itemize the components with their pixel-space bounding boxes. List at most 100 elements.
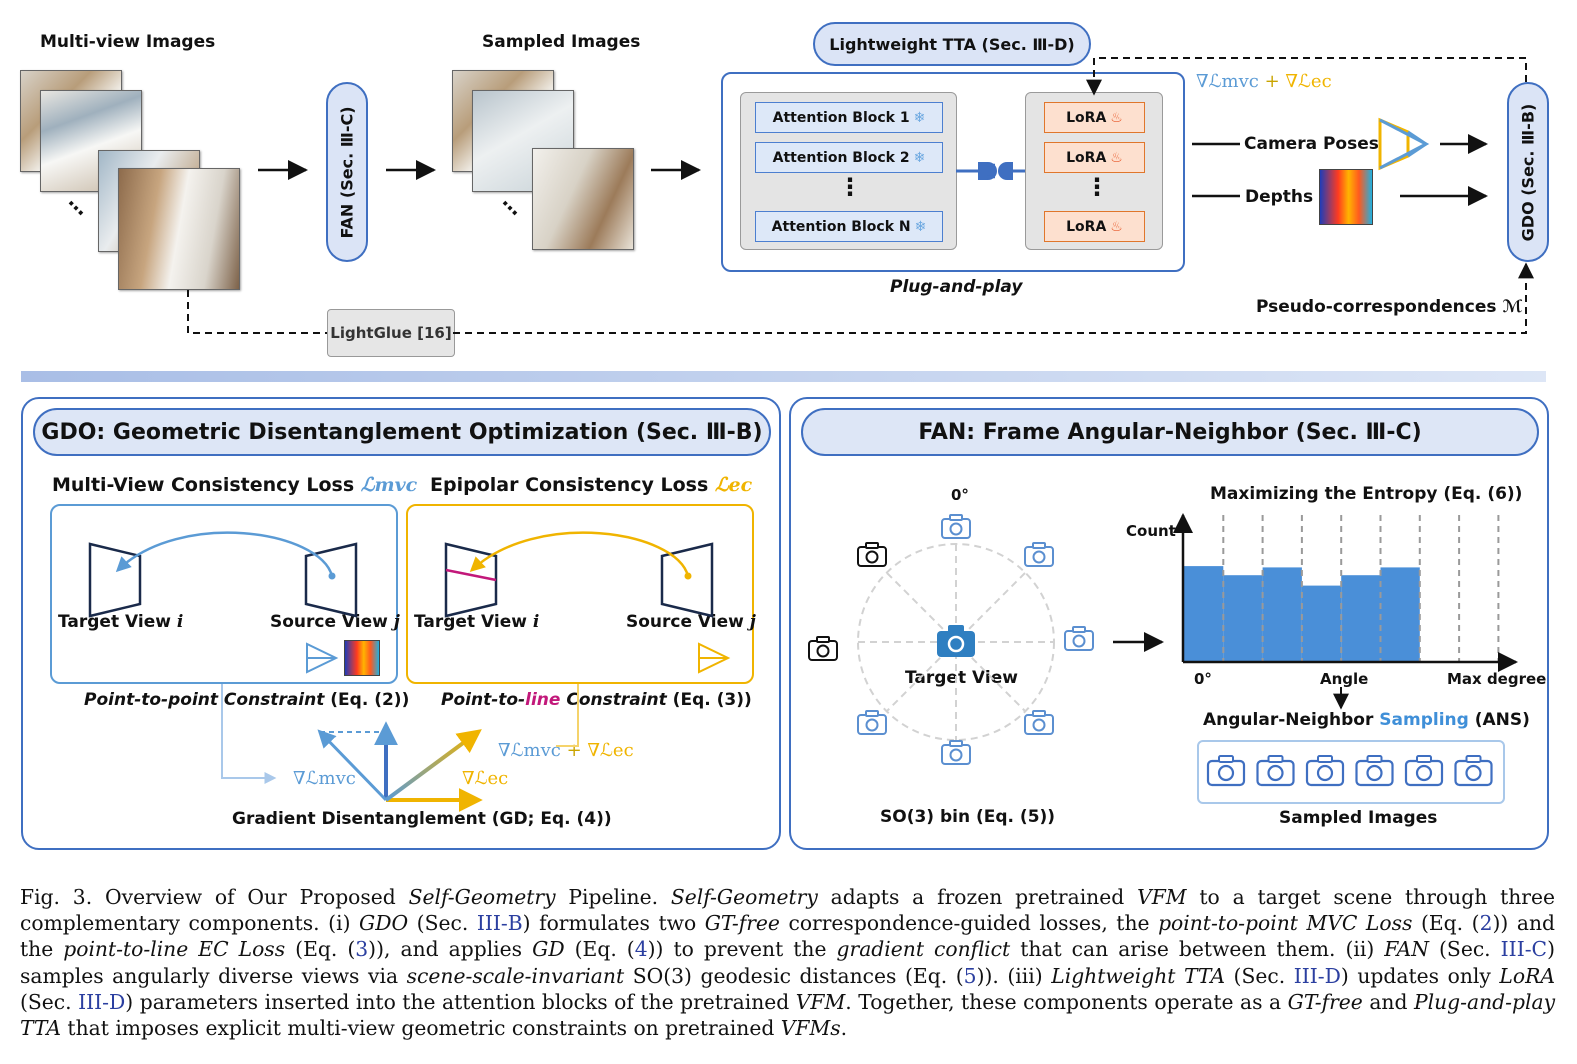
fan-panel-title: FAN: Frame Angular-Neighbor (Sec. Ⅲ-C): [801, 408, 1539, 456]
ec-loss-title: Epipolar Consistency Loss ℒec: [430, 474, 753, 496]
histogram-bar: [1380, 567, 1420, 661]
gdo-diagram: [88, 531, 731, 812]
ref-eq-3[interactable]: 3: [355, 937, 369, 962]
sampled-camera-icon: [1454, 755, 1493, 787]
depth-map-thumbnail: [1319, 169, 1373, 225]
gdo-panel-title: GDO: Geometric Disentanglement Optimizat…: [33, 408, 771, 456]
sampled-images-caption: Sampled Images: [1279, 808, 1438, 828]
grad-sum-vector: [384, 729, 482, 802]
depths-label: Depths: [1245, 187, 1314, 207]
histogram-x-label: Angle: [1320, 670, 1369, 688]
grad-mvc-label: ∇ℒmvc: [293, 768, 356, 789]
sampled-images-label: Sampled Images: [482, 32, 641, 52]
sampled-camera-icon: [1256, 755, 1295, 787]
so3-bin-diagram: [808, 514, 1164, 765]
ec-box: [406, 504, 754, 684]
mvc-correspondence-arc: [115, 531, 334, 577]
gradient-disentanglement-label: Gradient Disentanglement (GD; Eq. (4)): [232, 809, 612, 829]
camera-ne-icon: [1024, 542, 1054, 567]
lightglue-box: LightGlue [16]: [327, 309, 455, 357]
lora-block-2: LoRA♨: [1044, 142, 1145, 173]
multiview-images-label: Multi-view Images: [40, 32, 216, 52]
plug-and-play-label: Plug-and-play: [890, 277, 1023, 297]
histogram-bar: [1341, 575, 1381, 661]
ref-sec-iii-d-1[interactable]: III-D: [1293, 963, 1341, 988]
sampled-photo-2: [472, 90, 574, 192]
attention-block-1: Attention Block 1❄: [755, 102, 943, 133]
ec-target-frame: [444, 542, 498, 618]
gdo-pill: GDO (Sec. Ⅲ-B): [1507, 82, 1549, 262]
attention-ellipsis: ⋮: [838, 173, 862, 201]
sampled-camera-icon: [1404, 755, 1444, 787]
dashed-gradient-feedback: [1086, 57, 1527, 96]
camera-poses-label: Camera Poses: [1244, 134, 1379, 154]
room-photo-4: [118, 168, 240, 290]
ref-sec-iii-b[interactable]: III-B: [476, 911, 523, 936]
camera-e-icon: [1064, 626, 1094, 651]
camera-se-icon: [1024, 710, 1054, 735]
camera-s-icon: [941, 740, 971, 765]
sampled-cameras-box: [1197, 740, 1505, 804]
lora-block-3: LoRA♨: [1044, 211, 1145, 242]
sampled-camera-icon: [1355, 755, 1394, 787]
mvc-target-frame: [88, 542, 142, 618]
tta-title-pill: Lightweight TTA (Sec. Ⅲ-D): [813, 22, 1091, 66]
point-to-line-caption: Point-to-line Constraint (Eq. (3)): [441, 690, 752, 710]
fan-pill: FAN (Sec. Ⅲ-C): [326, 82, 368, 262]
tta-box: [721, 72, 1185, 272]
top-connectors: [187, 57, 1577, 334]
ec-source-view-label: Source View j: [626, 612, 756, 632]
mvc-loss-title: Multi-View Consistency Loss ℒmvc: [52, 474, 418, 496]
camera-0deg-icon: [941, 514, 971, 539]
tta-title: Lightweight TTA (Sec. Ⅲ-D): [829, 34, 1075, 54]
histogram-bar: [1301, 585, 1342, 661]
camera-w-icon: [808, 636, 838, 661]
pseudo-correspondences-label: Pseudo-correspondences ℳ: [1256, 297, 1523, 317]
histogram-bar: [1262, 567, 1302, 661]
mvc-depth-thumbnail: [344, 640, 380, 676]
target-view-camera-icon: [937, 625, 975, 657]
gdo-panel: [21, 397, 781, 850]
section-divider: [21, 371, 1546, 382]
mvc-source-frame: [304, 542, 358, 618]
camera-wireframe-icon: [1378, 117, 1430, 171]
plug-icon: [956, 162, 1025, 180]
ref-sec-iii-d-2[interactable]: III-D: [78, 989, 126, 1014]
histogram-y-label: Count: [1126, 522, 1176, 540]
lora-ellipsis: ⋮: [1085, 173, 1109, 201]
mvc-to-grad-connector: [221, 684, 277, 784]
sampled-cameras-row: [1206, 755, 1493, 787]
histogram-bar: [1223, 575, 1263, 661]
mvc-target-view-label: Target View i: [58, 612, 184, 632]
attention-block-2: Attention Block 2❄: [755, 142, 943, 173]
sampled-camera-icon: [1206, 755, 1246, 787]
histogram-x-end: Max degree: [1447, 670, 1547, 688]
epipolar-line: [445, 568, 497, 582]
figure-caption: Fig. 3. Overview of Our Proposed Self-Ge…: [20, 885, 1556, 1041]
ec-target-view-label: Target View i: [414, 612, 540, 632]
camera-sw-icon: [857, 710, 887, 735]
attention-block-n: Attention Block N❄: [755, 211, 943, 242]
camera-nw-icon: [857, 542, 887, 567]
zero-degree-top-label: 0°: [951, 486, 969, 504]
ref-eq-5[interactable]: 5: [963, 963, 977, 988]
mvc-camera-icon: [306, 642, 339, 674]
ec-camera-icon: [698, 642, 731, 674]
ref-eq-2[interactable]: 2: [1479, 911, 1493, 936]
ref-eq-4[interactable]: 4: [634, 937, 648, 962]
mvc-source-view-label: Source View j: [270, 612, 400, 632]
fan-panel: [789, 397, 1549, 850]
ec-to-grad-connector: [556, 684, 579, 747]
sampled-photo-3: [532, 148, 634, 250]
entropy-title: Maximizing the Entropy (Eq. (6)): [1210, 484, 1523, 504]
mvc-box: [50, 504, 398, 684]
ec-correspondence-arc: [469, 531, 690, 577]
histogram-bar: [1184, 566, 1224, 661]
ans-label: Angular-Neighbor Sampling (ANS): [1203, 710, 1530, 730]
grad-conflict-vector: [317, 729, 388, 802]
entropy-histogram: [1173, 513, 1518, 710]
point-to-point-caption: Point-to-point Constraint (Eq. (2)): [84, 690, 410, 710]
ref-sec-iii-c[interactable]: III-C: [1500, 937, 1548, 962]
top-gradient-sum: ∇ℒmvc + ∇ℒec: [1196, 71, 1332, 92]
histogram-x-start: 0°: [1194, 670, 1212, 688]
